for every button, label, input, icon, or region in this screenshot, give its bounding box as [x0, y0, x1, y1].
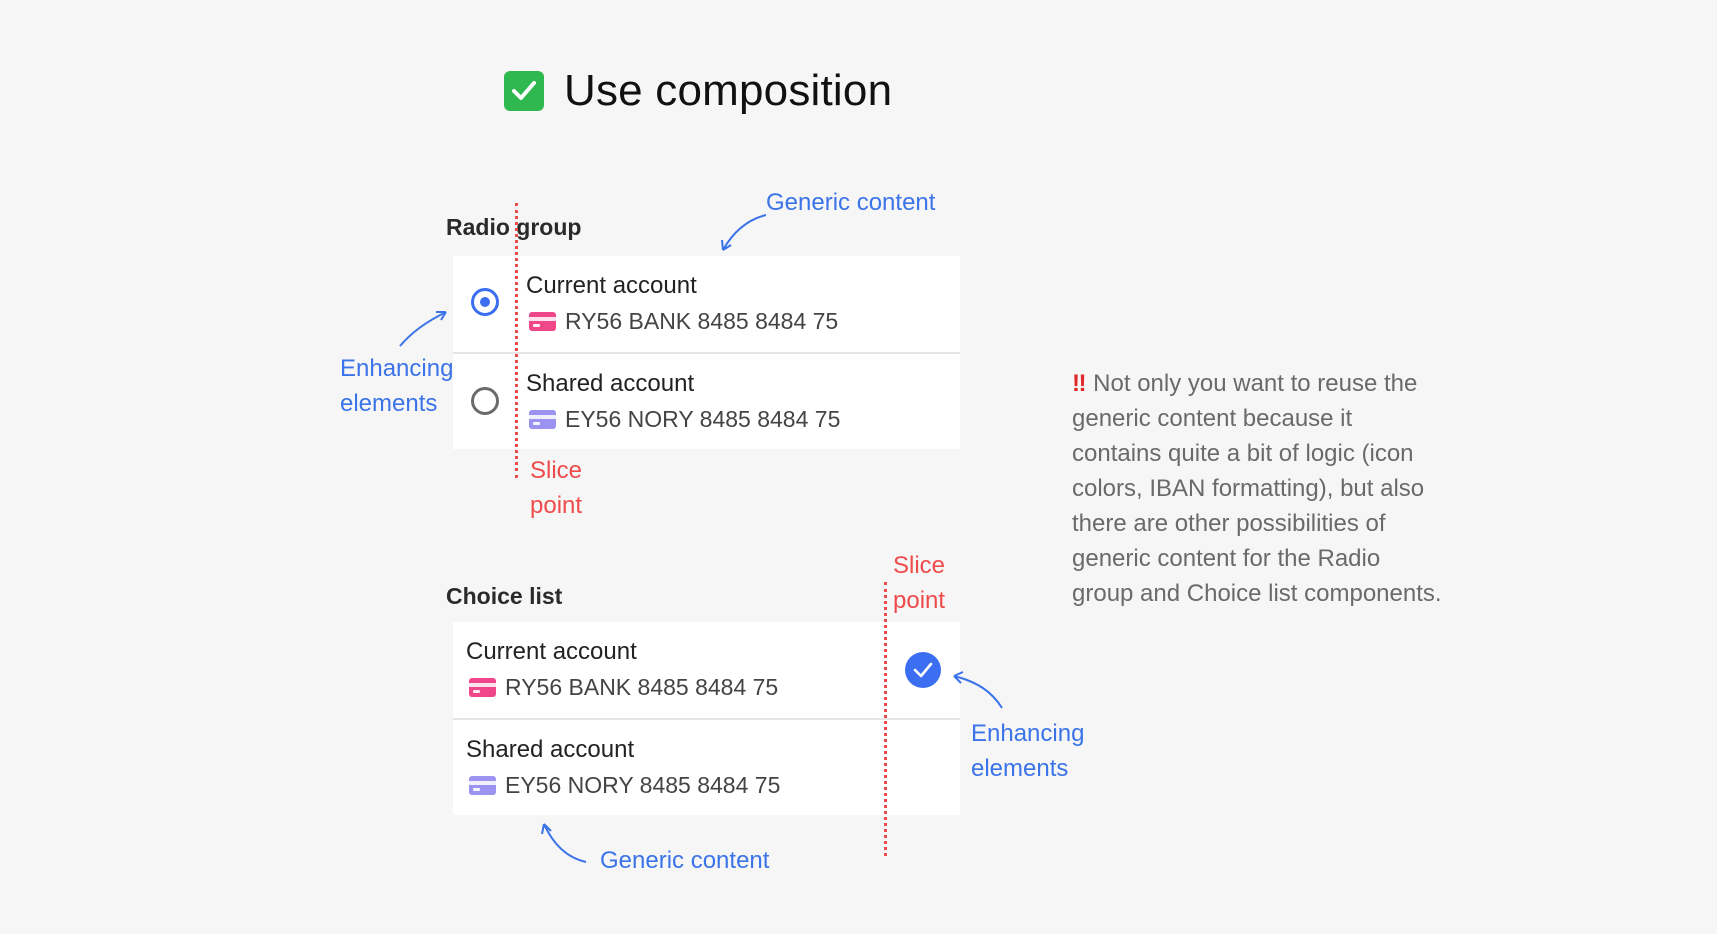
credit-card-icon	[469, 776, 496, 795]
radio-button-selected[interactable]	[471, 288, 499, 316]
radio-enhancing-arrow	[399, 311, 447, 347]
radio-option-current-account[interactable]: Current account RY56 BANK 8485 8484 75	[453, 256, 960, 352]
account-iban: RY56 BANK 8485 8484 75	[505, 674, 779, 700]
credit-card-icon	[469, 678, 496, 697]
check-mark-button-icon	[504, 71, 544, 111]
choice-list-card: Current account RY56 BANK 8485 8484 75 S…	[453, 622, 960, 815]
annotation-line: Slice	[893, 552, 946, 579]
account-iban-line: RY56 BANK 8485 8484 75	[469, 674, 778, 701]
choice-enhancing-arrow	[953, 671, 1003, 709]
account-title: Shared account	[526, 370, 695, 397]
annotation-line: point	[530, 492, 583, 519]
annotation-line: Enhancing	[971, 720, 1085, 747]
account-iban-line: RY56 BANK 8485 8484 75	[529, 308, 838, 335]
double-exclamation-icon: ‼	[1072, 370, 1087, 397]
radio-slice-line	[515, 203, 518, 478]
radio-group-label: Radio group	[446, 214, 582, 240]
choice-list-label: Choice list	[446, 583, 563, 609]
radio-group-card: Current account RY56 BANK 8485 8484 75 S…	[453, 256, 960, 449]
radio-button-unselected[interactable]	[471, 387, 499, 415]
choice-slice-line	[884, 582, 887, 856]
choice-slice-annotation: Slice point	[893, 548, 945, 618]
account-iban-line: EY56 NORY 8485 8484 75	[529, 406, 840, 433]
annotation-line: elements	[340, 390, 438, 417]
note-text: Not only you want to reuse the generic c…	[1072, 370, 1442, 607]
radio-option-shared-account[interactable]: Shared account EY56 NORY 8485 8484 75	[453, 352, 960, 450]
account-iban-line: EY56 NORY 8485 8484 75	[469, 772, 780, 799]
choice-option-current-account[interactable]: Current account RY56 BANK 8485 8484 75	[453, 622, 960, 718]
account-title: Current account	[526, 272, 697, 299]
account-iban: EY56 NORY 8485 8484 75	[505, 772, 781, 798]
account-iban: EY56 NORY 8485 8484 75	[565, 406, 841, 432]
credit-card-icon	[529, 410, 556, 429]
annotation-line: elements	[971, 755, 1069, 782]
explanation-note: ‼ Not only you want to reuse the generic…	[1072, 366, 1442, 611]
account-title: Current account	[466, 638, 637, 665]
radio-slice-annotation: Slice point	[530, 453, 582, 523]
checkmark-icon[interactable]	[905, 652, 941, 688]
page-header: Use composition	[504, 66, 892, 116]
account-iban: RY56 BANK 8485 8484 75	[565, 308, 839, 334]
annotation-line: Enhancing	[340, 355, 454, 382]
annotation-line: point	[893, 587, 946, 614]
radio-enhancing-annotation: Enhancing elements	[340, 351, 453, 421]
page-title: Use composition	[564, 66, 893, 115]
radio-generic-content-arrow	[721, 214, 767, 251]
choice-option-shared-account[interactable]: Shared account EY56 NORY 8485 8484 75	[453, 718, 960, 816]
annotation-line: Slice	[530, 457, 583, 484]
choice-enhancing-annotation: Enhancing elements	[971, 716, 1084, 786]
radio-generic-content-annotation: Generic content	[766, 189, 936, 216]
choice-generic-content-annotation: Generic content	[600, 847, 770, 874]
account-title: Shared account	[466, 736, 635, 763]
choice-generic-content-arrow	[541, 823, 587, 863]
credit-card-icon	[529, 312, 556, 331]
